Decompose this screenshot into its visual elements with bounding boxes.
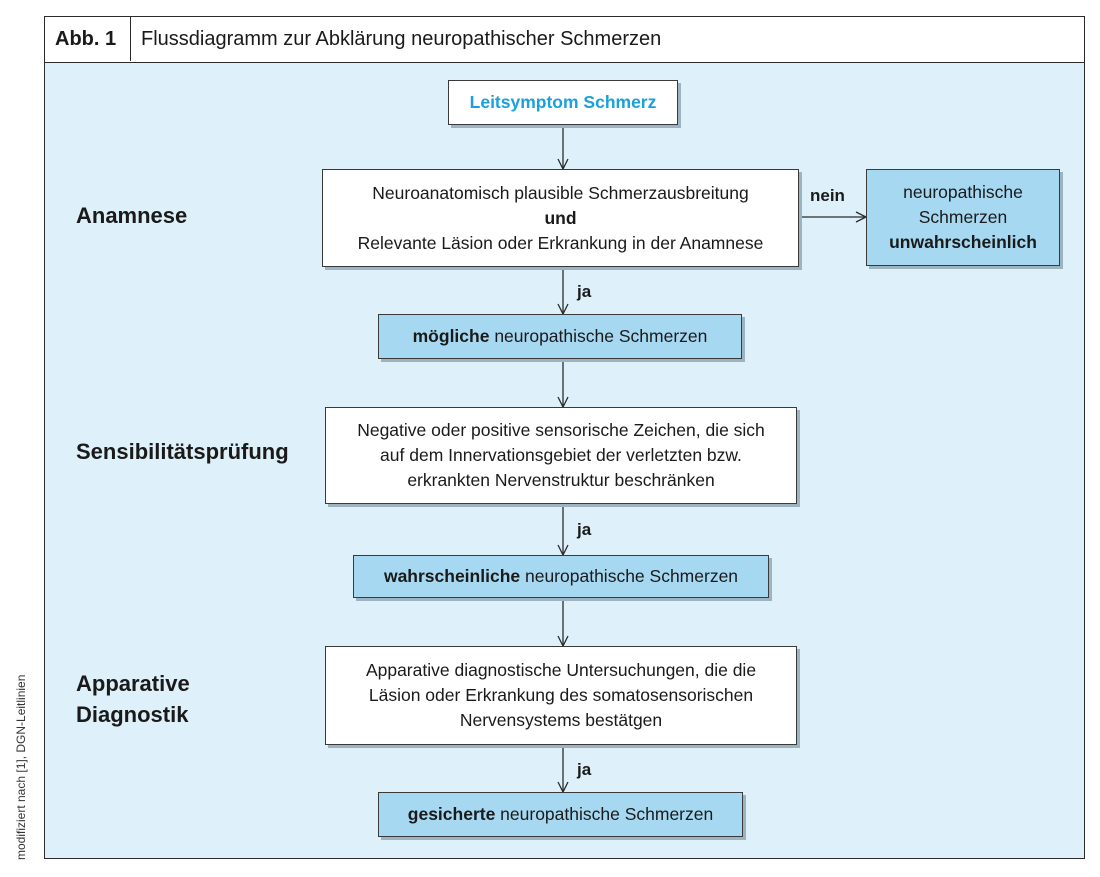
possible-rest: neuropathische Schmerzen (489, 326, 708, 346)
node-decision-anamnese: Neuroanatomisch plausible Schmerzausbrei… (322, 169, 799, 267)
probable-text: wahrscheinliche neuropathische Schmerzen (384, 564, 738, 589)
q2-line2: auf dem Innervationsgebiet der verletzte… (380, 445, 742, 465)
no-result-line1: neuropathische (903, 182, 1023, 202)
probable-bold: wahrscheinliche (383, 566, 521, 586)
q1-line3: Relevante Läsion oder Erkrankung in der … (357, 232, 764, 253)
probable-rest: neuropathische Schmerzen (520, 566, 739, 586)
confirmed-rest: neuropathische Schmerzen (495, 804, 714, 824)
source-credit: modifiziert nach [1], DGN-Leitlinien (14, 674, 28, 860)
no-result-line3: unwahrscheinlich (889, 232, 1037, 252)
confirmed-bold: gesicherte (407, 804, 496, 824)
label-no: nein (810, 186, 845, 205)
q2-line3: erkrankten Nervenstruktur beschränken (407, 470, 715, 490)
figure-header: Abb. 1 Flussdiagramm zur Abklärung neuro… (45, 17, 1084, 63)
figure-number: Abb. 1 (45, 17, 131, 61)
q1-line1: Neuroanatomisch plausible Schmerzausbrei… (372, 182, 749, 203)
q3-line3: Nervensystems bestätgen (459, 710, 663, 730)
node-confirmed: gesicherte neuropathische Schmerzen (378, 792, 743, 837)
section-apparative-line1: Apparative (76, 671, 190, 696)
no-result-line2: Schmerzen (918, 207, 1008, 227)
q3-line2: Läsion oder Erkrankung des somatosensori… (368, 685, 754, 705)
label-yes-2: ja (577, 520, 592, 539)
possible-text: mögliche neuropathische Schmerzen (413, 324, 708, 349)
node-decision-sensibility: Negative oder positive sensorische Zeich… (325, 407, 797, 504)
label-yes-3: ja (577, 760, 592, 779)
node-unlikely: neuropathische Schmerzen unwahrscheinlic… (866, 169, 1060, 266)
section-apparative-diagnostik: Apparative Diagnostik (76, 668, 190, 730)
section-sensibilitaetspruefung: Sensibilitätsprüfung (76, 439, 289, 464)
node-decision-apparative: Apparative diagnostische Untersuchungen,… (325, 646, 797, 745)
q2-line1: Negative oder positive sensorische Zeich… (357, 420, 765, 440)
figure-title: Flussdiagramm zur Abklärung neuropathisc… (141, 28, 662, 50)
node-start: Leitsymptom Schmerz (448, 80, 678, 125)
label-yes-1: ja (577, 282, 592, 301)
section-apparative-line2: Diagnostik (76, 702, 189, 727)
node-possible: mögliche neuropathische Schmerzen (378, 314, 742, 359)
q1-line2: und (544, 207, 577, 228)
possible-bold: mögliche (412, 326, 490, 346)
confirmed-text: gesicherte neuropathische Schmerzen (408, 802, 713, 827)
q3-line1: Apparative diagnostische Untersuchungen,… (365, 660, 757, 680)
section-anamnese: Anamnese (76, 203, 188, 228)
node-probable: wahrscheinliche neuropathische Schmerzen (353, 555, 769, 598)
node-start-label: Leitsymptom Schmerz (469, 92, 657, 112)
